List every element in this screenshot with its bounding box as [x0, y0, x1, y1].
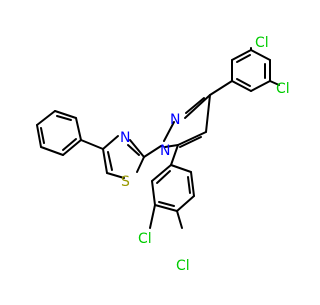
upper-dichlorophenyl-ring: [231, 49, 271, 92]
atom-s-thiazole: S: [121, 174, 130, 190]
pyrazole-ring: [163, 94, 211, 148]
atom-n-pyrazole-1: N: [160, 143, 170, 159]
molecule-structure: Cl Cl N N N S Cl Cl: [36, 35, 290, 274]
atom-n-thiazole: N: [120, 130, 130, 146]
bond-cl-lower-2: [176, 210, 183, 229]
phenyl-ring: [36, 110, 82, 156]
bond-ring-to-pyrazole: [209, 80, 233, 96]
atom-cl-top-upper: Cl: [255, 35, 269, 51]
lower-dichlorophenyl-ring: [151, 164, 195, 212]
bond-pyrazole-to-thiazole: [143, 145, 162, 158]
atom-cl-top-right: Cl: [276, 81, 290, 97]
atom-cl-bottom-lower: Cl: [176, 258, 190, 274]
atom-label-layer: Cl Cl N N N S Cl Cl: [120, 35, 290, 274]
atom-n-pyrazole-2: N: [170, 112, 180, 128]
structure-canvas: Cl Cl N N N S Cl Cl: [36, 35, 290, 274]
bond-thiazole-to-phenyl: [80, 139, 104, 150]
bond-layer: [36, 47, 280, 229]
bond-cl-lower-1: [149, 204, 156, 229]
bond-cl-upper-2: [269, 80, 280, 86]
atom-cl-bottom-upper: Cl: [138, 231, 152, 247]
bond-pyrazole-to-lower-ring: [170, 144, 179, 166]
thiazole-ring: [102, 135, 145, 179]
